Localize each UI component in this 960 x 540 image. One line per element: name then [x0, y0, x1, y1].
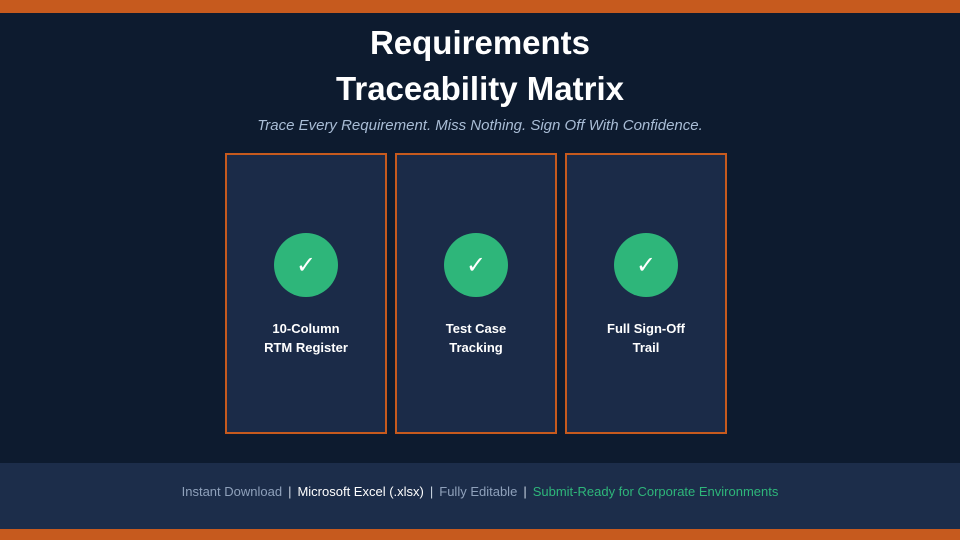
- feature-label: 10-Column RTM Register: [227, 319, 385, 357]
- feature-label: Test Case Tracking: [397, 319, 555, 357]
- feature-label-line-2: Tracking: [449, 340, 503, 355]
- feature-label: Full Sign-Off Trail: [567, 319, 725, 357]
- footer-file-format: Microsoft Excel (.xlsx): [297, 484, 424, 499]
- footer-band: Instant Download | Microsoft Excel (.xlsx)…: [0, 463, 960, 529]
- page-title: Requirements Traceability Matrix: [0, 20, 960, 112]
- title-line-2: Traceability Matrix: [336, 70, 624, 107]
- footer-features: Instant Download | Microsoft Excel (.xlsx)…: [0, 483, 960, 501]
- check-icon: ✓: [274, 233, 338, 297]
- footer-separator: |: [429, 484, 434, 499]
- feature-label-line-2: RTM Register: [264, 340, 348, 355]
- bottom-accent-bar: [0, 529, 960, 540]
- top-accent-bar: [0, 0, 960, 13]
- check-icon: ✓: [614, 233, 678, 297]
- footer-separator: |: [288, 484, 292, 499]
- feature-label-line-1: Full Sign-Off: [607, 321, 685, 336]
- footer-instant-download: Instant Download: [181, 484, 283, 499]
- footer-separator: |: [523, 484, 527, 499]
- check-icon: ✓: [444, 233, 508, 297]
- feature-card-sign-off-trail: ✓ Full Sign-Off Trail: [565, 153, 727, 434]
- feature-label-line-2: Trail: [632, 340, 660, 355]
- feature-label-line-1: Test Case: [445, 321, 507, 336]
- footer-fully-editable: Fully Editable: [439, 484, 518, 499]
- feature-card-test-case-tracking: ✓ Test Case Tracking: [395, 153, 557, 434]
- feature-label-line-1: 10-Column: [272, 321, 340, 336]
- feature-card-rtm-register: ✓ 10-Column RTM Register: [225, 153, 387, 434]
- feature-cards: ✓ 10-Column RTM Register ✓ Test Case Tra…: [0, 153, 960, 434]
- footer-submit-ready: Submit-Ready for Corporate Environments: [532, 484, 779, 499]
- title-line-1: Requirements: [369, 24, 591, 61]
- tagline: Trace Every Requirement. Miss Nothing. S…: [257, 117, 703, 134]
